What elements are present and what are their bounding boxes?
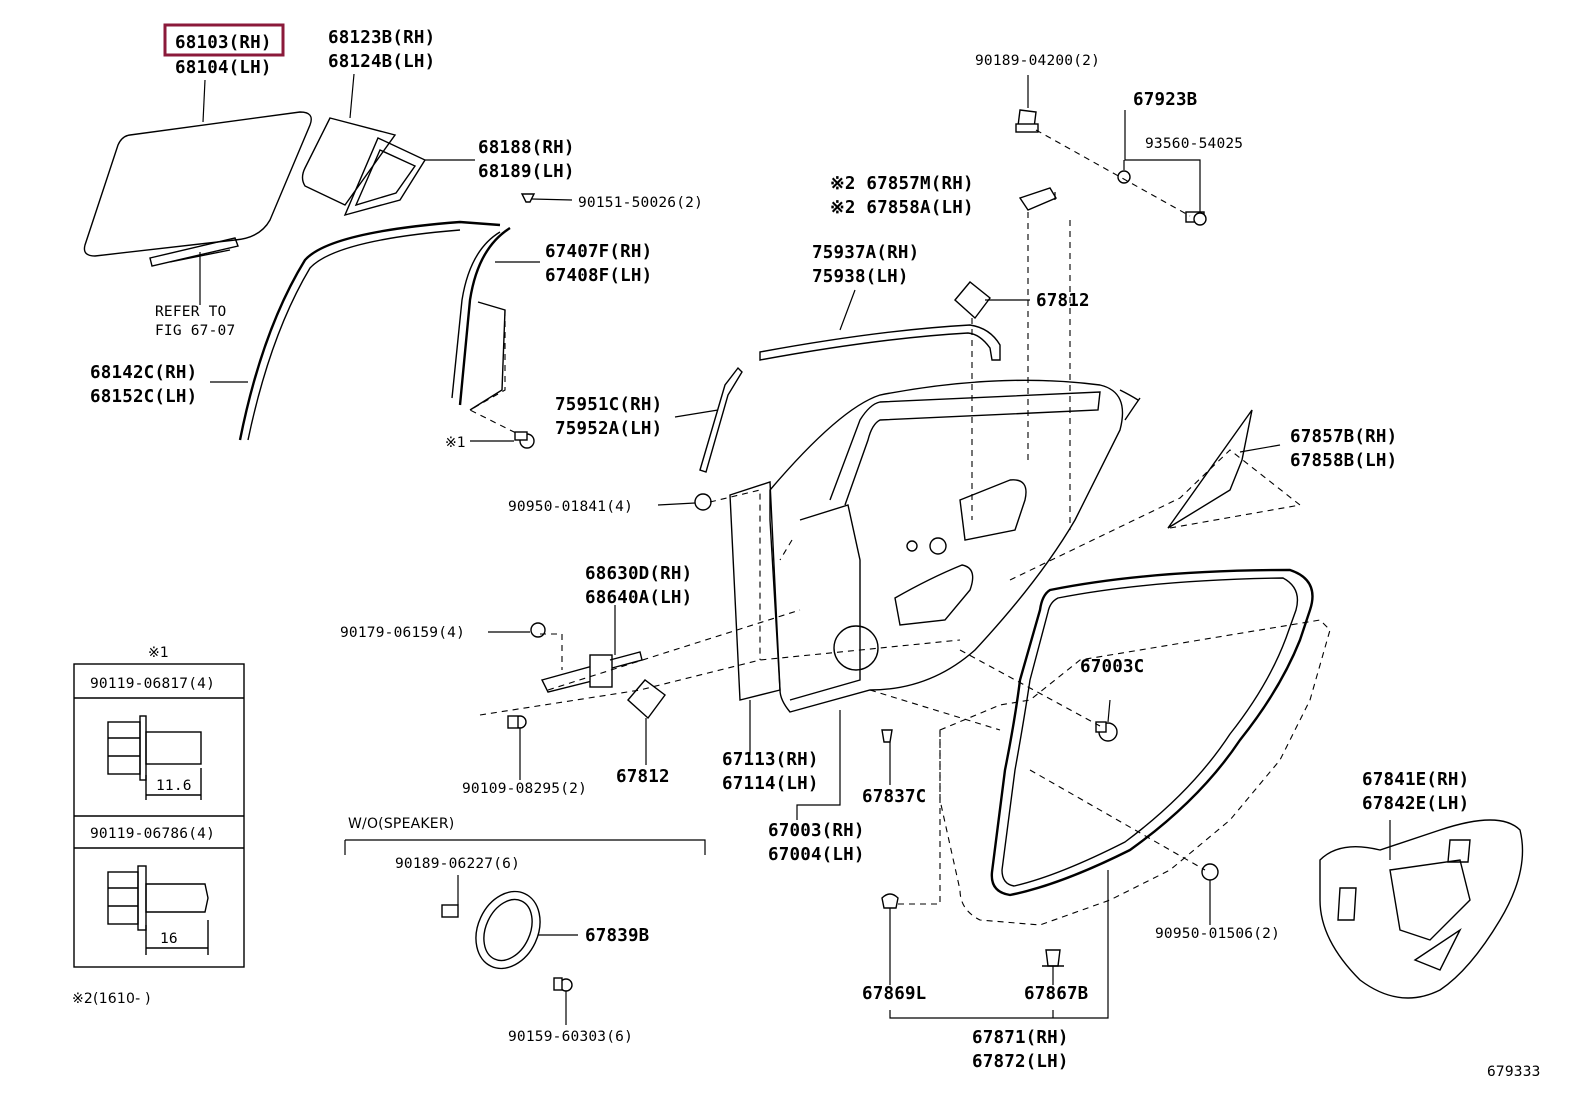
label-67004[interactable]: 67004(LH) — [768, 845, 865, 865]
clip-90189-04200 — [1015, 109, 1039, 133]
label-refer-fig[interactable]: FIG 67-07 — [155, 323, 235, 339]
label-93560[interactable]: 93560-54025 — [1145, 136, 1243, 152]
label-90950-01841[interactable]: 90950-01841(4) — [508, 499, 633, 515]
label-68103[interactable]: 68103(RH) — [175, 33, 272, 53]
flange-bolt-2-drawing — [107, 865, 209, 955]
quarter-window-seal — [343, 137, 427, 217]
run-channel-bracket — [149, 237, 239, 267]
label-67869l[interactable]: 67869L — [862, 984, 926, 1004]
label-75938[interactable]: 75938(LH) — [812, 267, 909, 287]
label-90151[interactable]: 90151-50026(2) — [578, 195, 703, 211]
note-box-bolts: ※1 90119-06817(4) 90119-06786(4) 11.6 — [73, 645, 245, 968]
label-68189[interactable]: 68189(LH) — [478, 162, 575, 182]
label-wo-speaker: W/O(SPEAKER) — [348, 816, 454, 832]
bolt-90179 — [530, 622, 546, 638]
note-bolt1-number: 90119-06817(4) — [90, 676, 215, 692]
label-90179[interactable]: 90179-06159(4) — [340, 625, 465, 641]
label-67003[interactable]: 67003(RH) — [768, 821, 865, 841]
clip-90189-06227 — [441, 904, 459, 918]
label-67858b[interactable]: 67858B(LH) — [1290, 451, 1397, 471]
weatherstrip-dashed-outline — [939, 619, 1331, 926]
label-67871[interactable]: 67871(RH) — [972, 1028, 1069, 1048]
label-67839b[interactable]: 67839B — [585, 926, 649, 946]
label-67812-top[interactable]: 67812 — [1036, 291, 1090, 311]
speaker-67839b — [475, 890, 541, 970]
grommet-90950-01841 — [694, 493, 712, 511]
flange-bolt-1-drawing — [107, 715, 202, 800]
label-67858a[interactable]: ※2 67858A(LH) — [830, 198, 974, 218]
label-68142c[interactable]: 68142C(RH) — [90, 363, 197, 383]
label-67408f[interactable]: 67408F(LH) — [545, 266, 652, 286]
label-68104[interactable]: 68104(LH) — [175, 58, 272, 78]
screw-90159 — [553, 977, 573, 992]
label-67841e[interactable]: 67841E(RH) — [1362, 770, 1469, 790]
pad-67812-top — [954, 281, 991, 320]
label-68123b[interactable]: 68123B(RH) — [328, 28, 435, 48]
clip-67869l — [881, 893, 899, 909]
weatherstrip-75951c — [699, 366, 743, 473]
bracket-67857m — [1018, 187, 1058, 211]
label-90109[interactable]: 90109-08295(2) — [462, 781, 587, 797]
label-note1-bolt: ※1 — [445, 435, 466, 451]
belt-moulding-75937a — [759, 324, 1001, 361]
note-bolt2-number: 90119-06786(4) — [90, 826, 215, 842]
label-67837c[interactable]: 67837C — [862, 787, 926, 807]
label-67857m[interactable]: ※2 67857M(RH) — [830, 174, 974, 194]
plug-67003c — [1095, 721, 1118, 742]
division-bar — [451, 226, 511, 411]
label-68640a[interactable]: 68640A(LH) — [585, 588, 692, 608]
corner-trim-67857b — [1167, 409, 1253, 529]
label-67867b[interactable]: 67867B — [1024, 984, 1088, 1004]
label-90189-06227[interactable]: 90189-06227(6) — [395, 856, 520, 872]
label-67407f[interactable]: 67407F(RH) — [545, 242, 652, 262]
screw-90151 — [520, 193, 536, 203]
cap-93560 — [1117, 170, 1131, 184]
footnote-2: ※2(1610- ) — [72, 991, 151, 1007]
door-check-68630d — [540, 651, 643, 693]
clip-67867b — [1042, 949, 1064, 967]
door-weatherstrip-67871 — [990, 568, 1314, 897]
label-68124b[interactable]: 68124B(LH) — [328, 52, 435, 72]
label-67872[interactable]: 67872(LH) — [972, 1052, 1069, 1072]
label-67842e[interactable]: 67842E(LH) — [1362, 794, 1469, 814]
label-67812-bottom[interactable]: 67812 — [616, 767, 670, 787]
label-68152c[interactable]: 68152C(LH) — [90, 387, 197, 407]
selected-part-highlight[interactable] — [163, 23, 285, 57]
alignment-lines — [468, 129, 1302, 905]
label-75951c[interactable]: 75951C(RH) — [555, 395, 662, 415]
rear-door-panel — [769, 379, 1141, 713]
leader-lines — [199, 73, 1391, 1025]
bolt-note1 — [514, 431, 535, 449]
label-68188[interactable]: 68188(RH) — [478, 138, 575, 158]
bolt-90109 — [507, 715, 527, 729]
note-bolt2-length: 16 — [160, 931, 178, 947]
label-67113[interactable]: 67113(RH) — [722, 750, 819, 770]
label-refer-to: REFER TO — [155, 304, 226, 320]
rear-door-glass — [83, 111, 312, 257]
label-68630d[interactable]: 68630D(RH) — [585, 564, 692, 584]
label-90159[interactable]: 90159-60303(6) — [508, 1029, 633, 1045]
label-75952a[interactable]: 75952A(LH) — [555, 419, 662, 439]
label-90950-01506[interactable]: 90950-01506(2) — [1155, 926, 1280, 942]
door-glass-run — [238, 220, 501, 441]
pad-67812-bottom — [627, 679, 666, 720]
door-outer-edge — [729, 481, 781, 701]
service-hole-cover-67841e — [1319, 819, 1524, 999]
quarter-window-glass — [301, 117, 397, 206]
label-90189-04200[interactable]: 90189-04200(2) — [975, 53, 1100, 69]
bolt-67923b — [1185, 211, 1207, 226]
grommet-90950-01506 — [1201, 863, 1219, 881]
label-67114[interactable]: 67114(LH) — [722, 774, 819, 794]
label-67857b[interactable]: 67857B(RH) — [1290, 427, 1397, 447]
part-labels: 68103(RH) 68104(LH) 68123B(RH) 68124B(LH… — [90, 28, 1541, 1080]
note-box-title: ※1 — [148, 645, 169, 661]
label-67003c[interactable]: 67003C — [1080, 657, 1144, 677]
label-75937a[interactable]: 75937A(RH) — [812, 243, 919, 263]
figure-number: 679333 — [1487, 1064, 1541, 1080]
note-bolt1-length: 11.6 — [156, 778, 192, 794]
clip-67837c — [881, 729, 893, 743]
label-67923b[interactable]: 67923B — [1133, 90, 1197, 110]
